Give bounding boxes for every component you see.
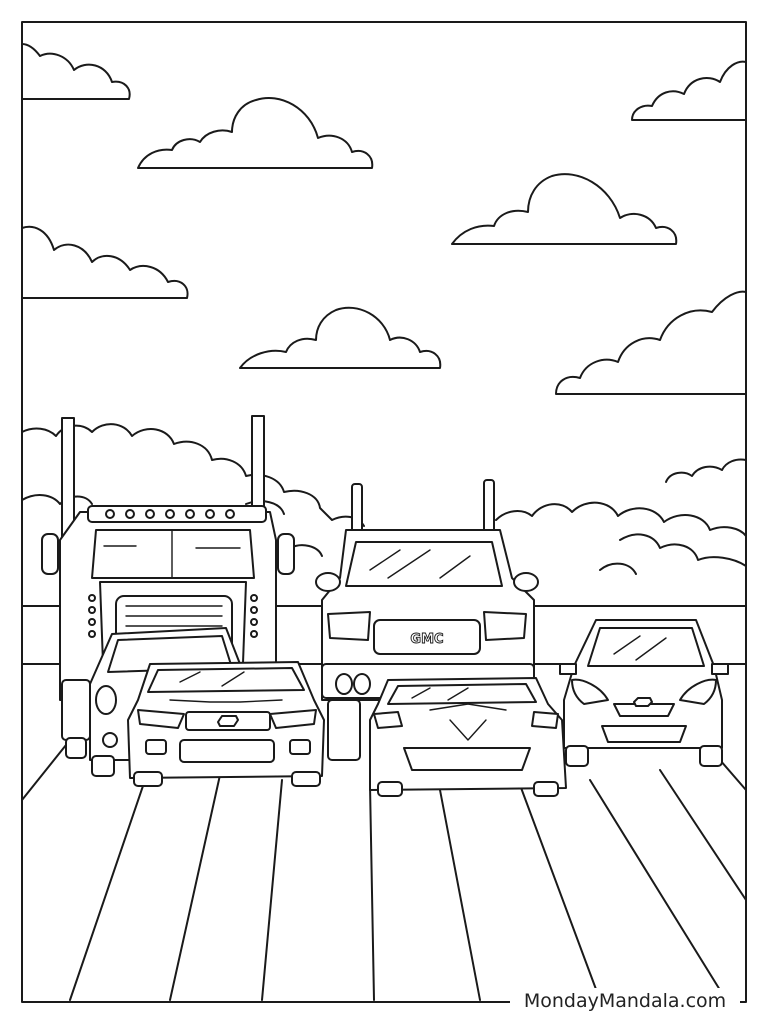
citycar-mirror-left (559, 663, 577, 675)
citycar-headlight-left (571, 678, 609, 705)
sports-car-center (369, 677, 567, 797)
gmc-exhaust-left (351, 483, 363, 535)
hatchback-headlight-left (95, 685, 117, 715)
semi-mirror-left (41, 533, 59, 575)
cloud-right-low (555, 290, 747, 395)
cloud-center-low (239, 306, 442, 369)
corvette-windshield (387, 683, 537, 705)
gmc-mirror-left (315, 572, 341, 592)
semi-windshield (91, 529, 255, 579)
gmc-mirror-right (513, 572, 539, 592)
bowtie-emblem (217, 715, 239, 727)
coupe-hood (169, 699, 283, 703)
sky-clouds (21, 43, 747, 575)
gmc-windshield (345, 541, 503, 587)
gmc-headlight-left (327, 611, 371, 641)
gmc-headlight-right (483, 611, 527, 641)
road-stripes (21, 739, 747, 1001)
corvette-grille (403, 747, 531, 771)
roof-lights (105, 509, 235, 519)
cloud-horizon-band (21, 423, 747, 575)
semi-bumper (61, 679, 91, 741)
cloud-top-center (137, 97, 374, 169)
citycar-mirror-right (711, 663, 729, 675)
corvette-hood-lines (429, 703, 507, 741)
corvette-headlight-right (531, 711, 559, 729)
watermark-credit: MondayMandala.com (510, 988, 740, 1014)
coupe-windshield (147, 667, 305, 693)
cloud-top-left (21, 43, 131, 100)
citycar-lower-intake (601, 725, 687, 743)
coupe-lower-intake (179, 739, 275, 763)
sports-coupe-left (127, 661, 325, 787)
cloud-right-edge (665, 458, 747, 483)
page-border (21, 21, 747, 1003)
coupe-headlight-left (137, 709, 185, 729)
citycar-headlight-right (679, 678, 717, 705)
corvette-headlight-left (373, 711, 403, 729)
coupe-headlight-right (269, 709, 317, 729)
gmc-exhaust-right (483, 479, 495, 535)
gmc-grille (373, 619, 481, 655)
gmc-badge: GMC (410, 632, 443, 647)
cloud-left-mid (21, 225, 189, 299)
semi-side-lights (88, 594, 258, 638)
semi-mirror-right (277, 533, 295, 575)
citycar-windshield (587, 627, 705, 667)
cloud-right-mid (451, 173, 678, 245)
city-car-right (559, 619, 729, 767)
cloud-top-right (631, 60, 747, 121)
citycar-grille (613, 703, 675, 717)
